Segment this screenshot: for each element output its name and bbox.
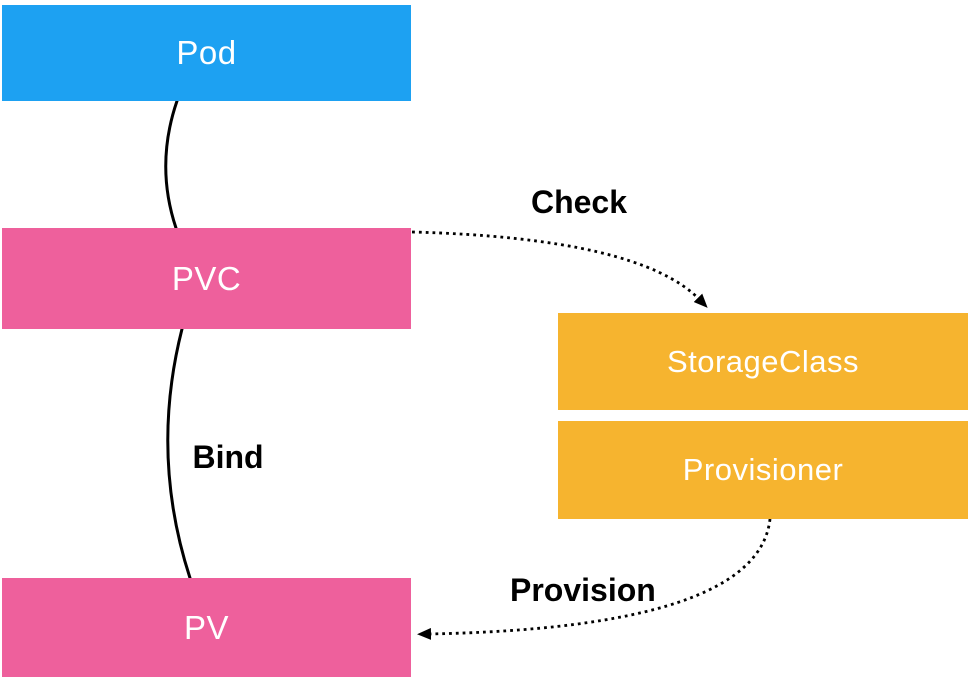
node-pv: PV (2, 578, 411, 677)
edge-pvc-to-storageclass-check (411, 230, 708, 308)
node-storageclass: StorageClass (558, 313, 968, 410)
edge-pod-to-pvc (164, 99, 179, 230)
node-pv-label: PV (183, 608, 230, 646)
node-pod: Pod (2, 5, 411, 101)
node-provisioner: Provisioner (558, 421, 968, 519)
node-storageclass-label: StorageClass (666, 343, 860, 379)
node-pvc: PVC (2, 228, 411, 329)
edge-label-check: Check (530, 184, 628, 220)
node-pod-label: Pod (176, 34, 237, 71)
edge-label-provision: Provision (510, 572, 656, 608)
node-pvc-label: PVC (171, 259, 242, 297)
node-provisioner-label: Provisioner (682, 452, 844, 487)
edge-label-bind: Bind (192, 439, 264, 475)
